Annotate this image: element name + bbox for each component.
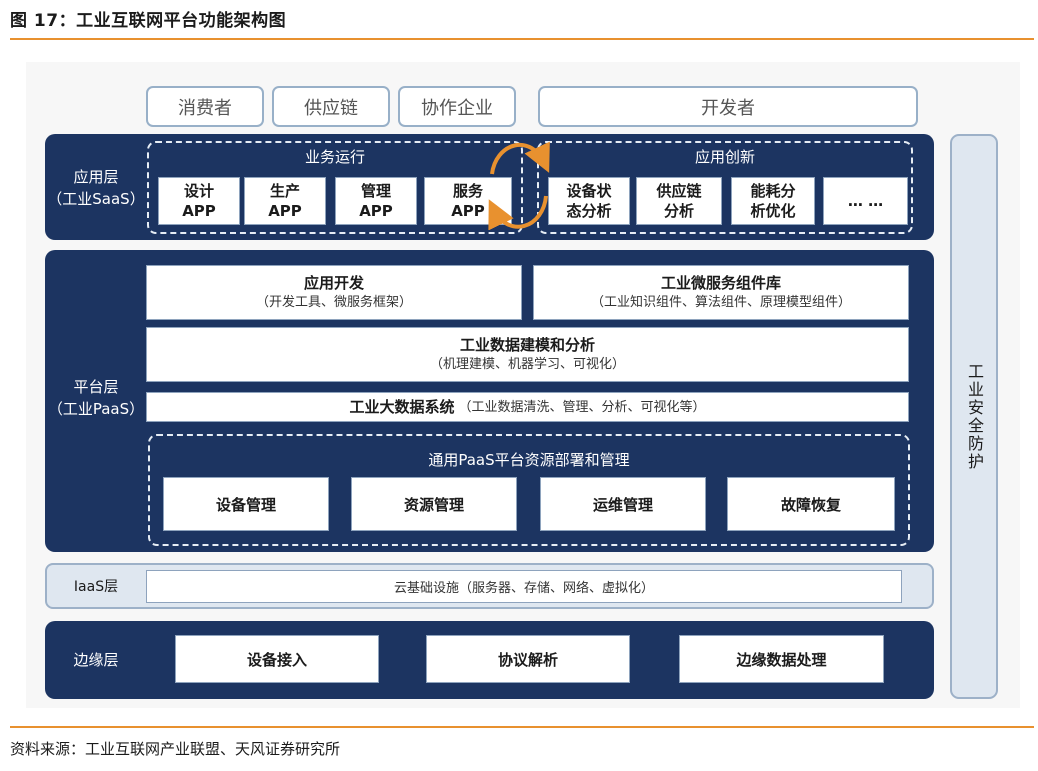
- paas-label-line1: 平台层: [73, 378, 119, 396]
- app-development-box: 应用开发 （开发工具、微服务框架）: [146, 265, 522, 320]
- supply-chain-box: 供应链: [272, 86, 390, 127]
- protocol-parsing-label: 协议解析: [497, 650, 558, 669]
- energy-optimization-box: 能耗分 析优化: [731, 177, 815, 225]
- production-app-line1: 生产: [269, 182, 300, 200]
- resource-management-box: 资源管理: [351, 477, 517, 531]
- consumers-box: 消费者: [146, 86, 264, 127]
- protocol-parsing-box: 协议解析: [426, 635, 630, 683]
- saas-label-line1: 应用层: [73, 168, 119, 186]
- microservices-title: 工业微服务组件库: [660, 274, 781, 292]
- edge-data-processing-label: 边缘数据处理: [736, 650, 827, 669]
- edge-data-processing-box: 边缘数据处理: [679, 635, 884, 683]
- management-app-line1: 管理: [360, 182, 391, 200]
- general-paas-title: 通用PaaS平台资源部署和管理: [428, 451, 630, 469]
- fault-recovery-box: 故障恢复: [727, 477, 895, 531]
- supply-chain-analysis-line1: 供应链: [656, 182, 702, 200]
- iaas-layer-label: IaaS层: [73, 579, 119, 595]
- app-development-desc: （开发工具、微服务框架）: [255, 295, 412, 310]
- data-modeling-title: 工业数据建模和分析: [459, 336, 595, 354]
- figure-title: 图 17：工业互联网平台功能架构图: [10, 11, 287, 31]
- design-app-line2: APP: [182, 202, 216, 220]
- general-paas-group: [148, 434, 910, 546]
- saas-layer-label: 应用层 （工业SaaS）: [40, 166, 152, 210]
- app-development-title: 应用开发: [303, 274, 364, 292]
- energy-optimization-line1: 能耗分: [750, 182, 796, 200]
- equipment-analysis-box: 设备状 态分析: [548, 177, 630, 225]
- production-app-line2: APP: [268, 202, 302, 220]
- big-data-box: 工业大数据系统 （工业数据清洗、管理、分析、可视化等）: [146, 392, 909, 422]
- device-access-box: 设备接入: [175, 635, 379, 683]
- design-app-box: 设计 APP: [158, 177, 240, 225]
- service-app-line1: 服务: [452, 182, 483, 200]
- device-access-label: 设备接入: [246, 650, 307, 669]
- management-app-line2: APP: [359, 202, 393, 220]
- microservices-desc: （工业知识组件、算法组件、原理模型组件）: [590, 295, 851, 310]
- energy-optimization-line2: 析优化: [750, 202, 796, 220]
- source-note: 资料来源：工业互联网产业联盟、天风证券研究所: [10, 740, 341, 758]
- equipment-analysis-line1: 设备状: [566, 182, 612, 200]
- more-apps-box: … …: [823, 177, 908, 225]
- resource-management-label: 资源管理: [403, 495, 464, 514]
- industrial-security-label: 工业安全防护: [965, 362, 984, 471]
- app-innovation-group: [537, 141, 913, 234]
- cloud-infrastructure-box: 云基础设施（服务器、存储、网络、虚拟化）: [146, 570, 902, 603]
- big-data-title: 工业大数据系统: [349, 398, 455, 416]
- partners-box: 协作企业: [398, 86, 516, 127]
- equipment-analysis-line2: 态分析: [566, 202, 612, 220]
- management-app-box: 管理 APP: [335, 177, 417, 225]
- more-apps-label: … …: [847, 192, 884, 210]
- title-divider: [10, 38, 1034, 40]
- ops-management-label: 运维管理: [592, 495, 653, 514]
- cycle-arrows-icon: [488, 141, 550, 230]
- ops-management-box: 运维管理: [540, 477, 706, 531]
- saas-label-line2: （工业SaaS）: [47, 190, 145, 208]
- data-modeling-desc: （机理建模、机器学习、可视化）: [429, 357, 625, 372]
- developers-box: 开发者: [538, 86, 918, 127]
- app-innovation-title: 应用创新: [694, 148, 755, 166]
- design-app-line1: 设计: [183, 182, 214, 200]
- production-app-box: 生产 APP: [244, 177, 326, 225]
- big-data-desc: （工业数据清洗、管理、分析、可视化等）: [458, 399, 706, 415]
- industrial-security-column: 工业安全防护: [950, 134, 998, 699]
- microservices-box: 工业微服务组件库 （工业知识组件、算法组件、原理模型组件）: [533, 265, 909, 320]
- paas-layer-label: 平台层 （工业PaaS）: [40, 376, 152, 420]
- paas-label-line2: （工业PaaS）: [47, 400, 145, 418]
- business-ops-group: [147, 141, 523, 234]
- supply-chain-analysis-box: 供应链 分析: [636, 177, 722, 225]
- business-ops-title: 业务运行: [304, 148, 365, 166]
- device-management-label: 设备管理: [215, 495, 276, 514]
- device-management-box: 设备管理: [163, 477, 329, 531]
- supply-chain-analysis-line2: 分析: [663, 202, 694, 220]
- edge-layer-label: 边缘层: [73, 651, 119, 669]
- fault-recovery-label: 故障恢复: [780, 495, 841, 514]
- footer-divider: [10, 726, 1034, 728]
- service-app-line2: APP: [451, 202, 485, 220]
- data-modeling-box: 工业数据建模和分析 （机理建模、机器学习、可视化）: [146, 327, 909, 382]
